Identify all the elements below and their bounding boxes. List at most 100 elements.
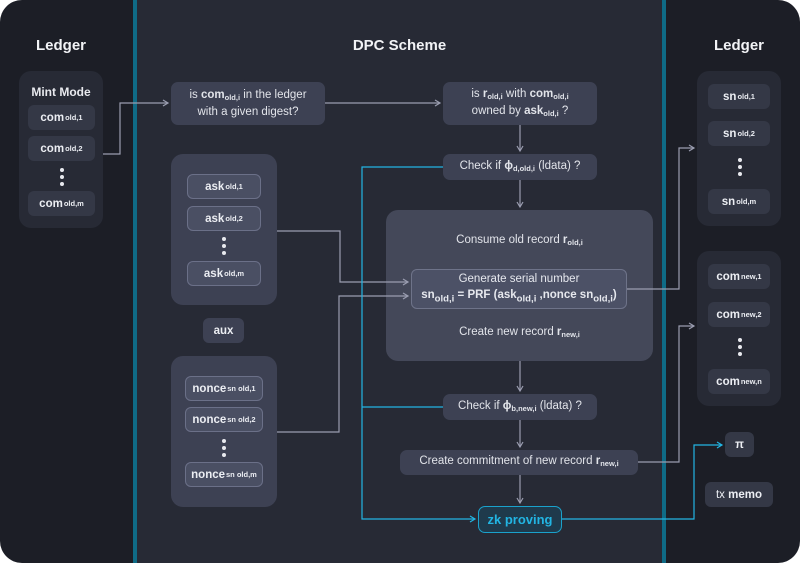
chip-sub: old,m: [63, 199, 84, 208]
text: tx: [715, 488, 729, 501]
text: r: [556, 326, 562, 338]
text: old,i: [543, 108, 559, 118]
text: memo: [728, 488, 762, 501]
text: r: [562, 234, 568, 246]
text: com: [200, 88, 225, 101]
text: ,nonce sn: [536, 288, 594, 301]
chip-sub: old,m: [224, 269, 245, 278]
text: is: [189, 88, 201, 101]
ellipsis-icon: [222, 439, 226, 457]
text: com: [529, 87, 554, 100]
text: Generate serial number: [458, 272, 580, 285]
text: ?: [558, 104, 569, 117]
chip-sub: sn old,m: [226, 470, 257, 479]
chip-sub: sn old,2: [227, 415, 256, 424]
chip-sub: new,n: [740, 377, 762, 386]
consume-old-record: Consume old record rold,i: [386, 234, 653, 247]
text: Create commitment of new record: [419, 455, 596, 467]
text: old,i: [434, 293, 455, 305]
text: old,i: [553, 91, 569, 101]
chip-base: sn: [723, 90, 737, 103]
ownership-check-box: is rold,i with comold,i owned by askold,…: [443, 82, 597, 125]
ellipsis-icon: [60, 168, 64, 186]
chip-base: sn: [723, 127, 737, 140]
chip-base: sn: [721, 195, 736, 208]
chip-base: ask: [205, 180, 225, 193]
check-predicate-old-box: Check if ϕd,old,i (ldata) ?: [443, 154, 597, 180]
chip-base: com: [40, 142, 65, 155]
text: Consume old record: [456, 234, 563, 246]
text: Create new record: [459, 326, 557, 338]
text: Check if: [459, 159, 505, 172]
create-new-record: Create new record rnew,i: [386, 326, 653, 339]
text: with a given digest?: [197, 105, 299, 118]
chip-sub: old,2: [65, 144, 83, 153]
chip-sub: old,1: [225, 182, 243, 191]
text: owned by: [471, 104, 525, 117]
chip-sub: new,2: [741, 310, 762, 319]
text: new,i: [600, 459, 619, 468]
zk-proving-box: zk proving: [478, 506, 562, 533]
ellipsis-icon: [738, 158, 742, 176]
ellipsis-icon: [738, 338, 742, 356]
text: new,i: [561, 330, 580, 339]
text: old,i: [224, 92, 241, 102]
generate-serial-number-box: Generate serial number snold,i = PRF (as…: [411, 269, 627, 309]
chip-base: com: [39, 197, 63, 210]
chip-base: nonce: [192, 413, 227, 426]
chip-base: com: [716, 270, 741, 283]
text: in the ledger: [240, 88, 307, 101]
ellipsis-icon: [222, 237, 226, 255]
chip-sub: old,1: [65, 113, 83, 122]
phi-symbol: ϕ: [502, 399, 512, 412]
text: ask: [524, 104, 544, 117]
mint-mode-title: Mint Mode: [31, 85, 91, 99]
chip-sub: old,1: [737, 92, 755, 101]
chip-sub: sn old,1: [227, 384, 256, 393]
dpc-scheme-title: DPC Scheme: [352, 37, 447, 54]
chip-base: ask: [203, 267, 224, 280]
chip-sub: old,m: [736, 197, 757, 206]
text: Check if: [458, 399, 503, 412]
chip-base: ask: [205, 212, 225, 225]
chip-sub: new,1: [741, 272, 762, 281]
text: old,i: [516, 293, 537, 305]
text: with: [502, 87, 530, 100]
tx-memo-chip: tx memo: [705, 482, 773, 507]
text: b,new,i: [511, 403, 537, 413]
text: ): [612, 288, 617, 301]
chip-base: nonce: [191, 468, 226, 481]
aux-chip: aux: [203, 318, 244, 343]
text: (ldata) ?: [536, 399, 582, 412]
chip-base: com: [716, 375, 740, 388]
chip-base: com: [716, 308, 741, 321]
ledger-check-box: is comold,i in the ledger with a given d…: [171, 82, 325, 125]
right-ledger-title: Ledger: [713, 37, 764, 54]
create-commitment-box: Create commitment of new record rnew,i: [400, 450, 638, 475]
text: old,i: [567, 238, 583, 247]
chip-base: com: [40, 111, 65, 124]
text: d,old,i: [512, 163, 536, 173]
phi-symbol: ϕ: [504, 159, 513, 172]
check-predicate-new-box: Check if ϕb,new,i (ldata) ?: [443, 394, 597, 420]
proof-pi-chip: π: [725, 432, 754, 457]
chip-sub: old,2: [737, 129, 755, 138]
text: old,i: [487, 91, 503, 101]
text: (ldata) ?: [535, 159, 581, 172]
text: sn: [421, 288, 435, 301]
